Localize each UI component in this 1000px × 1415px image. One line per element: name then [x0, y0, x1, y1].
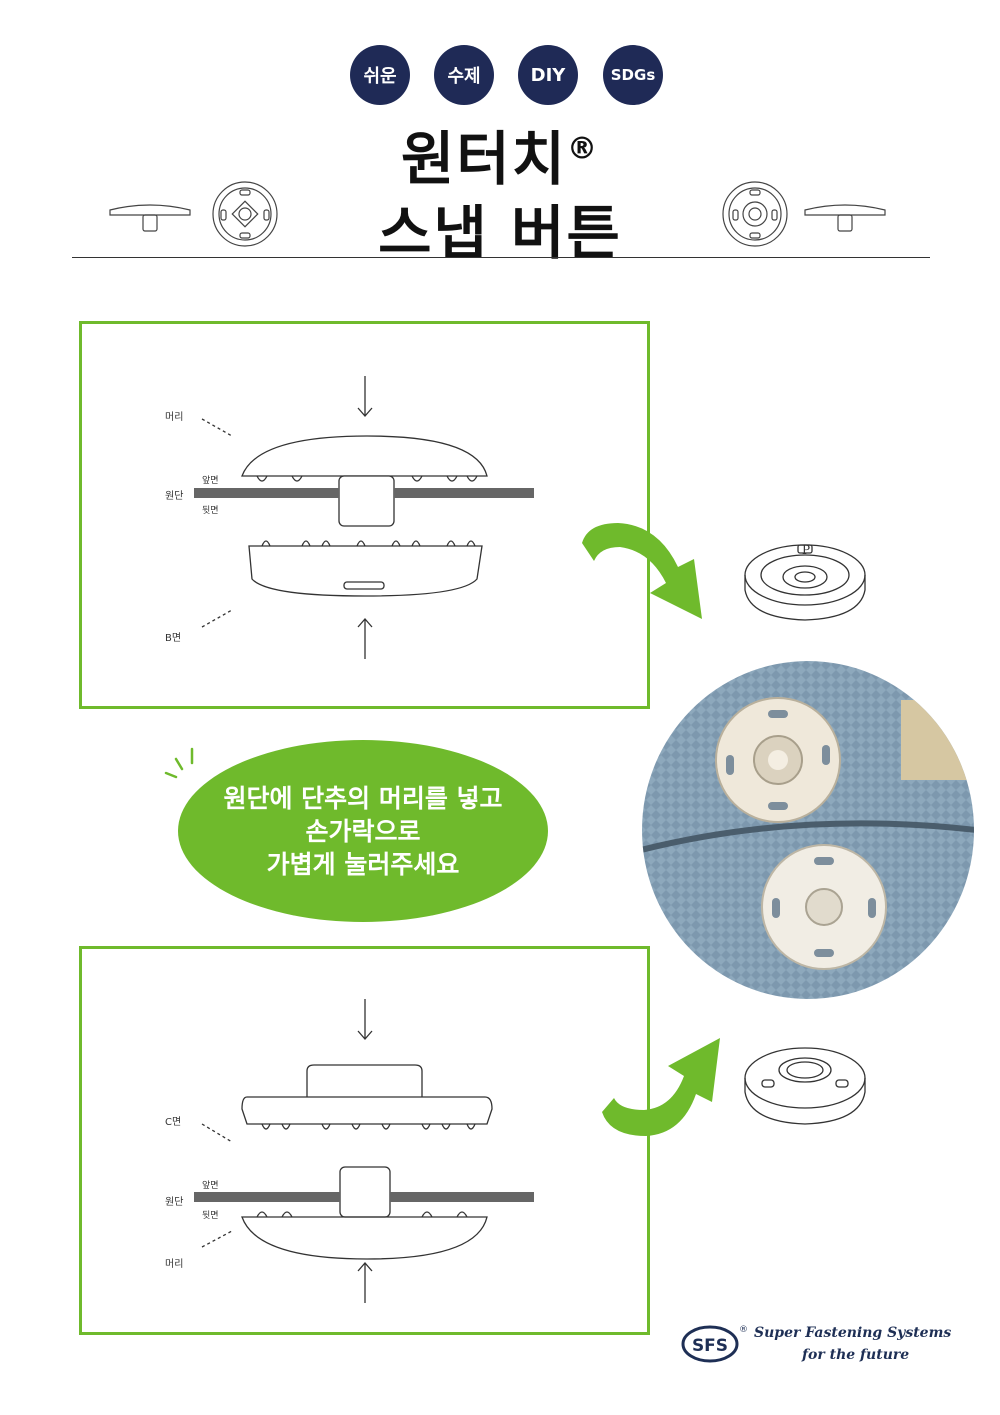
label-b-side: B면	[165, 633, 182, 644]
snap-assembly-diagram-bottom	[194, 999, 534, 1303]
label-front: 앞면	[202, 476, 219, 486]
label-back: 뒷면	[202, 1211, 219, 1221]
label-head: 머리	[165, 1259, 184, 1270]
logo-text: SFS	[692, 1336, 728, 1356]
instruction-line-1: 원단에 단추의 머리를 넣고	[223, 783, 503, 813]
svg-text:P: P	[802, 543, 810, 557]
title-line-1: 원터치	[400, 125, 568, 193]
diagram-panel-top: 머리 앞면 원단 뒷면 B면	[79, 321, 650, 709]
instruction-line-3: 가볍게 눌러주세요	[266, 849, 460, 879]
snap-assembly-diagram-top	[194, 376, 534, 659]
header-divider	[72, 257, 930, 258]
page-title: 원터치®	[0, 112, 1000, 196]
badge-easy: 쉬운	[350, 45, 410, 105]
brand-tagline-1: Super Fastening Systems	[754, 1325, 952, 1341]
diagram-panel-bottom: C면 앞면 원단 뒷면 머리	[79, 946, 650, 1335]
registered-mark: ®	[567, 131, 600, 167]
snap-button-illustration-left	[109, 181, 278, 247]
label-fabric: 원단	[165, 1197, 184, 1208]
instruction-bubble: 원단에 단추의 머리를 넣고 손가락으로 가볍게 눌러주세요	[178, 740, 548, 922]
label-fabric: 원단	[165, 491, 184, 502]
green-arrow-bottom	[602, 1038, 720, 1136]
fabric-bar-right	[394, 488, 534, 498]
sfs-logo: SFS ®	[681, 1325, 748, 1363]
green-arrow-top	[582, 523, 702, 619]
snap-button-illustration-right	[722, 181, 886, 247]
page-subtitle: 스냅 버튼	[378, 199, 622, 267]
instruction-line-2: 손가락으로	[305, 816, 421, 846]
fabric-bar-right	[390, 1192, 534, 1202]
fabric-bar-left	[194, 1192, 340, 1202]
brand-tagline-2: for the future	[802, 1347, 910, 1363]
label-head: 머리	[165, 412, 184, 423]
snap-part-c-illustration	[744, 1047, 866, 1125]
emphasis-lines-icon	[164, 747, 194, 779]
label-front: 앞면	[202, 1181, 219, 1191]
product-photo	[642, 661, 974, 999]
fabric-bar-left	[194, 488, 339, 498]
label-c-side: C면	[165, 1117, 182, 1128]
label-back: 뒷면	[202, 506, 219, 516]
badge-diy: DIY	[518, 45, 578, 105]
badge-sdgs: SDGs	[603, 45, 663, 105]
logo-reg: ®	[739, 1325, 748, 1335]
snap-part-b-illustration: P	[744, 543, 866, 621]
badge-handmade: 수제	[434, 45, 494, 105]
